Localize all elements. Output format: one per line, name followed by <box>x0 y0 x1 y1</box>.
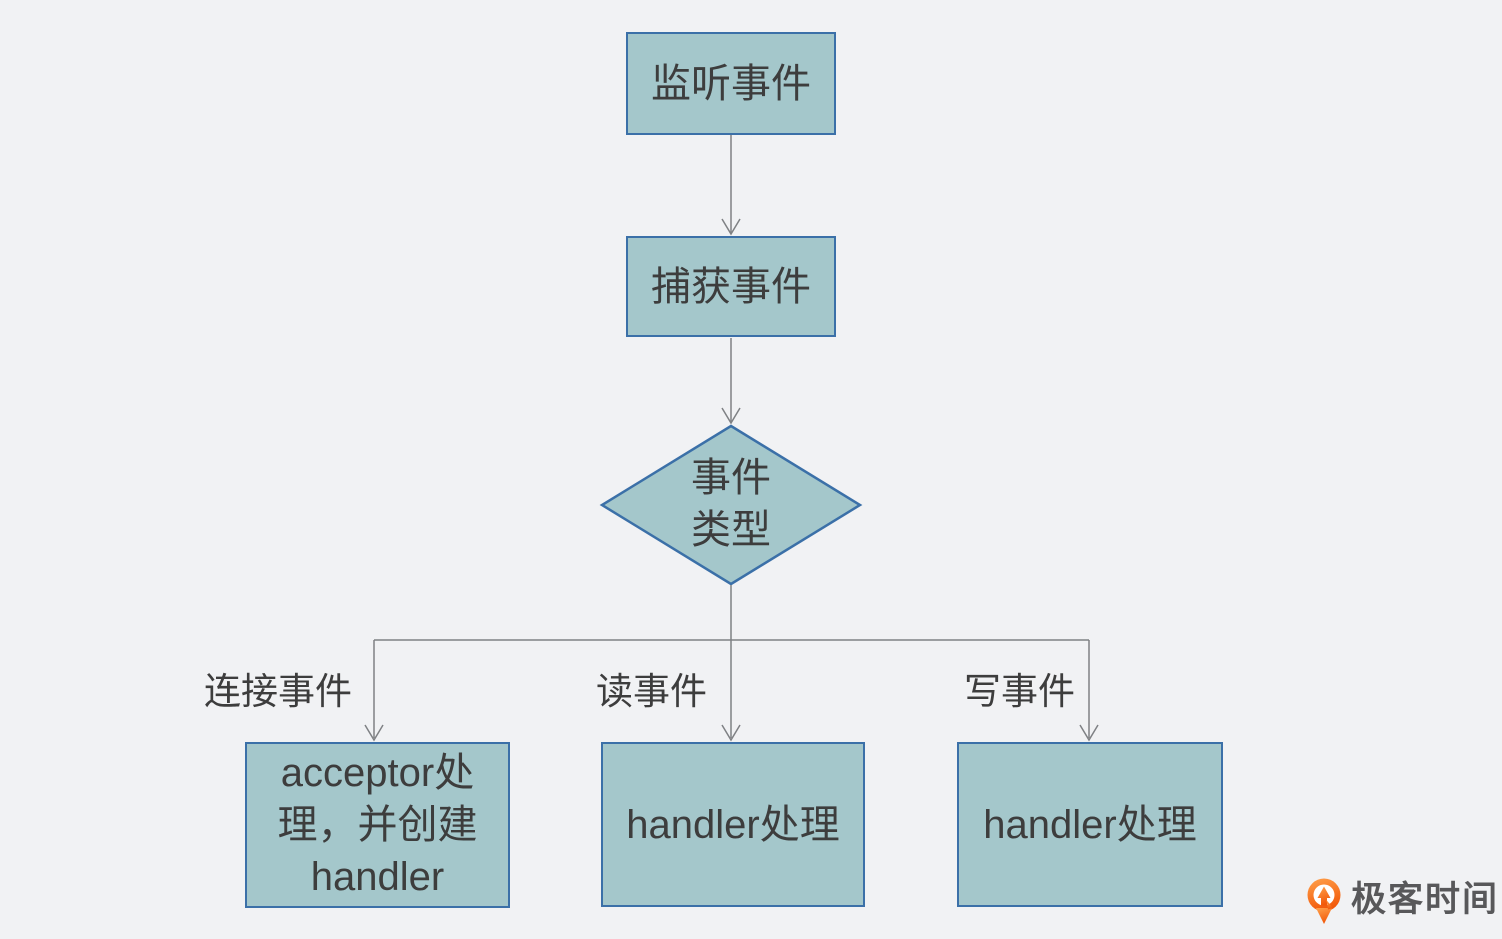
node-event-type-label: 事件 类型 <box>631 452 831 556</box>
node-read-handler: handler处理 <box>601 742 865 907</box>
decision-diamond-shape <box>599 424 863 586</box>
geektime-logo: 极客时间 <box>1306 878 1499 926</box>
geektime-pin-q-icon <box>1307 878 1341 924</box>
arrowhead-write <box>1079 724 1099 742</box>
node-listen-events-label: 监听事件 <box>651 61 811 106</box>
arrowhead-capture <box>721 218 741 236</box>
node-event-type-line2: 类型 <box>691 508 771 552</box>
arrowhead-acceptor <box>364 724 384 742</box>
node-capture-events-label: 捕获事件 <box>651 264 811 309</box>
node-write-handler-label: handler处理 <box>983 802 1197 847</box>
node-acceptor-handler-label: acceptor处理，并创建handler <box>277 751 478 899</box>
arrowhead-read <box>721 724 741 742</box>
arrowhead-decision <box>721 407 741 425</box>
node-listen-events: 监听事件 <box>626 32 836 135</box>
node-acceptor-handler: acceptor处理，并创建handler <box>245 742 510 908</box>
branch-label-write-event: 写事件 <box>964 671 1075 712</box>
node-read-handler-label: handler处理 <box>626 802 840 847</box>
branch-label-read-event: 读事件 <box>596 671 707 712</box>
branch-label-connect-event: 连接事件 <box>204 671 352 712</box>
geektime-logo-text: 极客时间 <box>1351 880 1500 919</box>
node-event-type-line1: 事件 <box>691 456 771 500</box>
node-capture-events: 捕获事件 <box>626 236 836 337</box>
node-write-handler: handler处理 <box>957 742 1223 907</box>
